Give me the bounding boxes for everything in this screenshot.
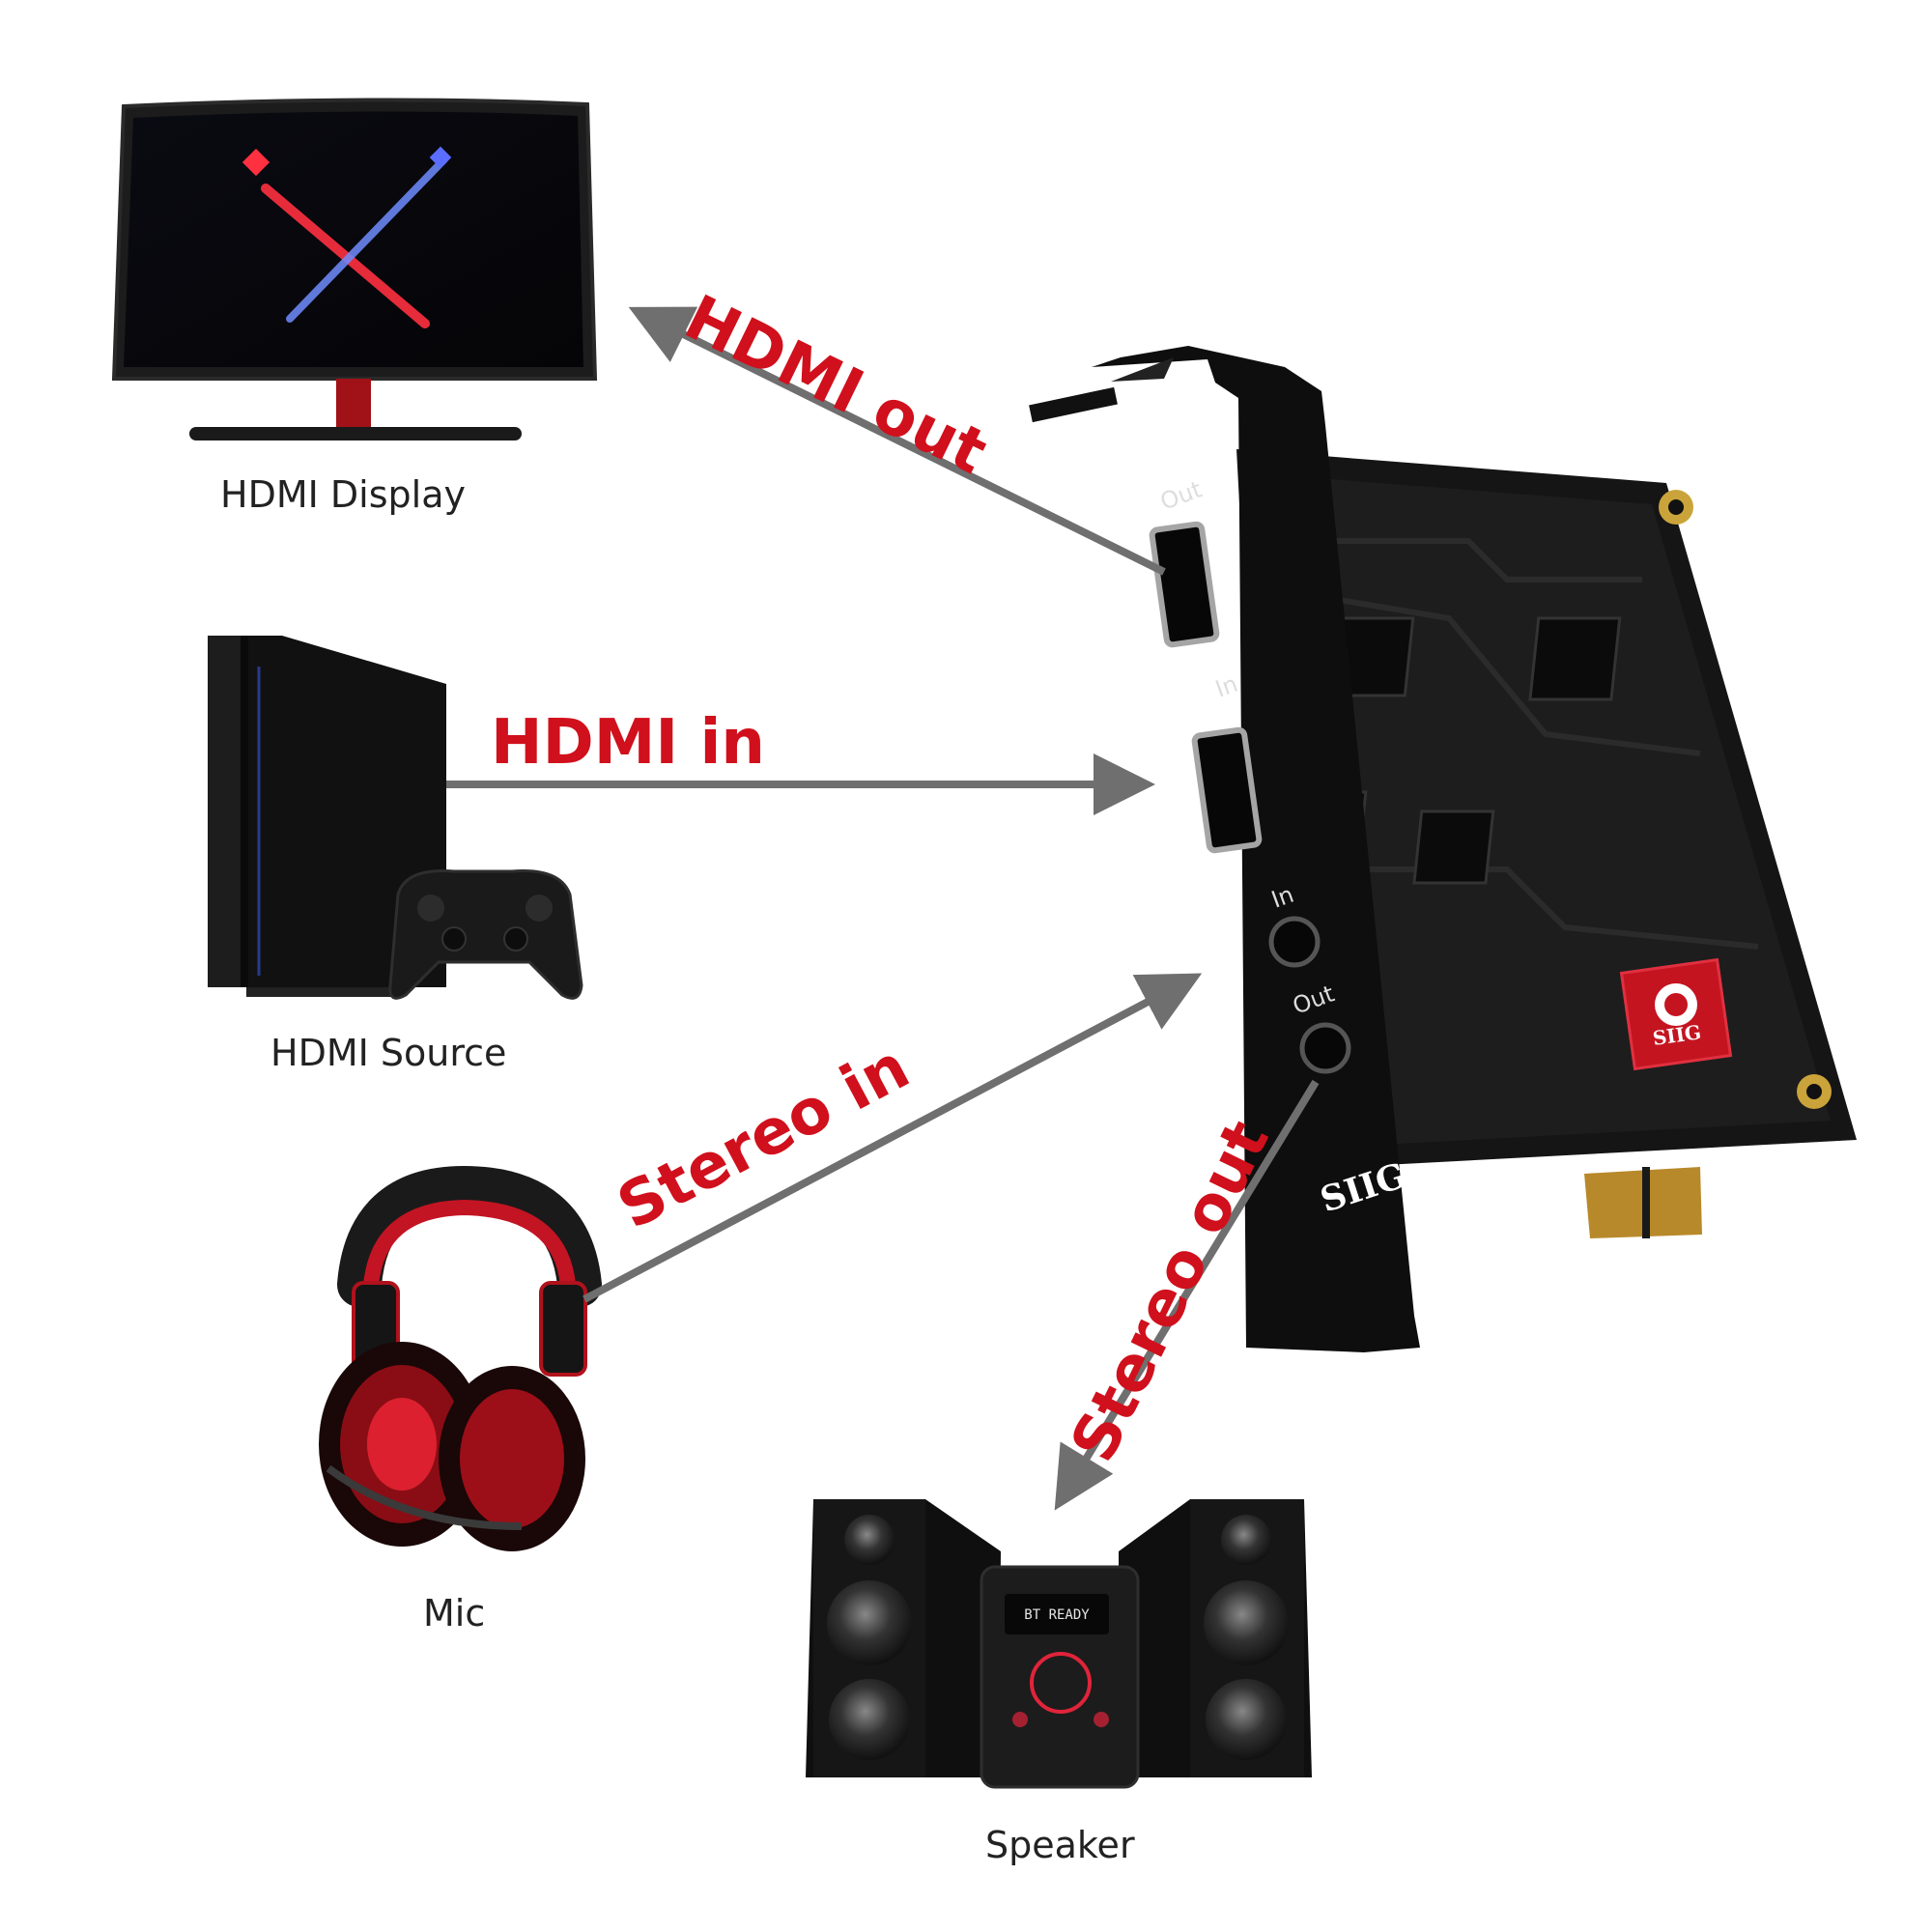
caption-speaker: Speaker: [985, 1824, 1135, 1866]
caption-hdmi-display: HDMI Display: [220, 473, 466, 516]
game-console-icon: [208, 636, 583, 1000]
speaker-system-icon: [806, 1499, 1312, 1789]
label-hdmi-in: HDMI in: [491, 707, 765, 779]
card-port-hdmi-out-label: Out: [1156, 475, 1205, 515]
arrow-hdmi-out: [628, 306, 1166, 576]
caption-hdmi-source: HDMI Source: [270, 1032, 507, 1074]
card-port-hdmi-in-label: In: [1211, 670, 1241, 703]
speaker-screen-text: BT READY: [1024, 1607, 1090, 1623]
capture-card-icon: [1029, 346, 1857, 1352]
headset-icon: [319, 1165, 602, 1551]
arrow-stereo-out: [1054, 1079, 1320, 1511]
arrow-stereo-in: [582, 973, 1203, 1303]
monitor-icon: [111, 98, 598, 440]
caption-mic: Mic: [423, 1592, 486, 1634]
